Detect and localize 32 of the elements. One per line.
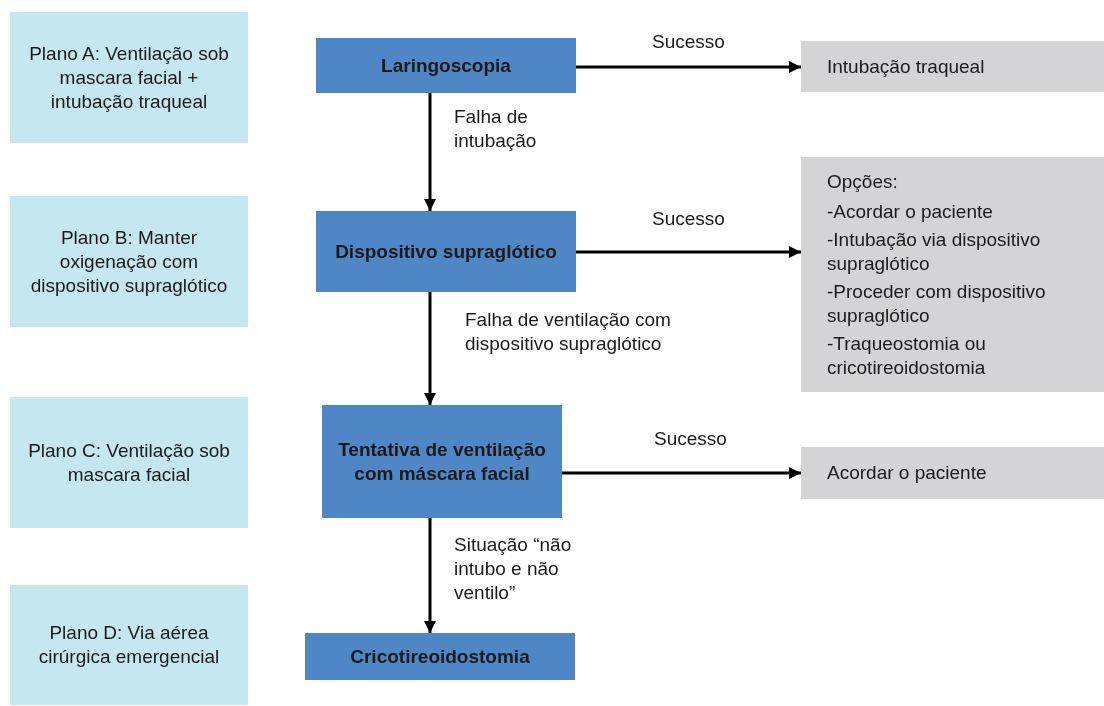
option-text: -Acordar o paciente <box>827 199 993 224</box>
outcome-box <box>801 157 1104 392</box>
plan-box <box>10 12 248 143</box>
box-text: Plano A: Ventilação sob mascara facial + intubação traqueal <box>28 41 230 114</box>
outcome-box <box>801 447 1104 499</box>
box-text: Tentativa de ventilação com máscara facial <box>337 437 547 486</box>
box-text: Intubação traqueal <box>827 54 985 79</box>
box-text: Plano B: Manter oxigenação com dispositivo supraglótico <box>29 225 229 298</box>
box-text: Cricotireoidostomia <box>350 644 530 669</box>
option-text: -Proceder com dispositivo supraglótico <box>827 279 1047 328</box>
plan-box <box>10 196 248 327</box>
plan-box <box>10 397 248 528</box>
box-text: Acordar o paciente <box>827 461 987 485</box>
box-text: Plano C: Ventilação sob mascara facial <box>27 438 231 487</box>
box-text: Laringoscopia <box>381 53 511 78</box>
process-box <box>305 633 575 680</box>
process-box <box>322 405 562 518</box>
arrow <box>424 518 436 633</box>
arrow <box>424 93 436 211</box>
box-text: Dispositivo supraglótico <box>335 239 557 264</box>
box-text: Plano D: Via aérea cirúrgica emergencial <box>37 621 221 669</box>
arrow <box>576 61 801 73</box>
process-box <box>316 211 576 292</box>
option-text: -Traqueostomia ou cricotireoidostomia <box>827 331 987 380</box>
box-heading: Opções: <box>827 169 898 194</box>
arrow <box>562 467 801 479</box>
plan-box <box>10 585 248 705</box>
option-text: -Intubação via dispositivo supraglótico <box>827 227 1042 276</box>
arrow <box>576 246 801 258</box>
outcome-box <box>801 41 1104 92</box>
arrow <box>424 292 436 405</box>
process-box <box>316 38 576 93</box>
